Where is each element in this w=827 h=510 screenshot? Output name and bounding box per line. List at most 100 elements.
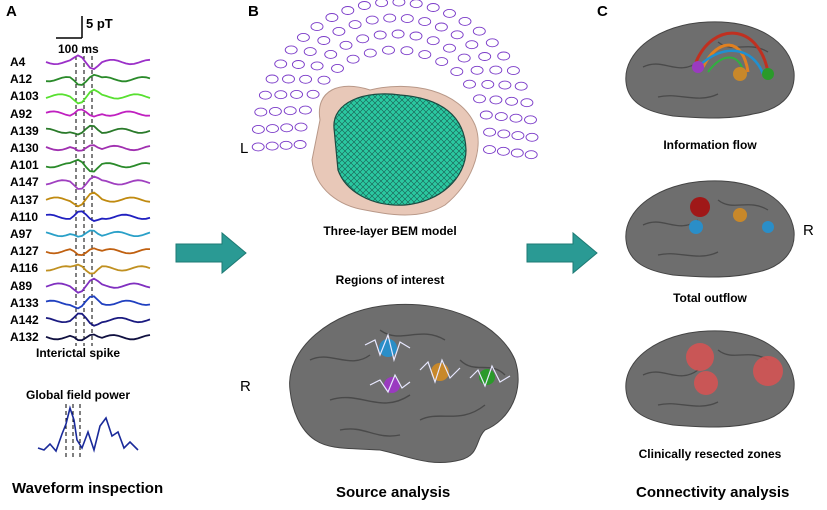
meg-sensor-coil: [470, 65, 484, 75]
panel-b-letter: B: [248, 3, 259, 20]
meg-sensor-coil: [331, 63, 344, 73]
meg-sensor-coil: [317, 36, 331, 45]
meg-sensor-coil: [479, 110, 493, 120]
right-hemisphere-label: R: [240, 378, 251, 395]
meg-sensor-coil: [497, 129, 511, 139]
channel-label: A116: [10, 261, 39, 276]
brain-total-outflow: [625, 180, 795, 278]
meg-sensor-coil: [473, 94, 486, 104]
meg-sensor-coil: [497, 51, 511, 61]
meg-sensor-coil: [524, 115, 537, 125]
channel-waveform: [45, 295, 151, 310]
meg-sensor-coil: [293, 140, 307, 149]
channel-label: A97: [10, 227, 33, 241]
arrow-a-to-b: [175, 231, 247, 275]
meg-sensor-coil: [290, 89, 304, 99]
meg-sensor-coil: [317, 75, 331, 85]
meg-sensor-coil: [505, 96, 519, 106]
channel-label: A132: [10, 330, 39, 345]
meg-sensor-coil: [418, 17, 432, 27]
channel-waveform: [45, 175, 151, 190]
meg-sensor-coil: [348, 20, 362, 30]
meg-sensor-coil: [510, 148, 524, 158]
meg-sensor-coil: [434, 22, 448, 32]
meg-sensor-coil: [514, 81, 528, 91]
meg-sensor-coil: [280, 123, 294, 133]
channel-waveform: [45, 158, 151, 173]
channel-waveform: [45, 54, 151, 71]
meg-sensor-coil: [357, 1, 371, 10]
channel-waveform: [45, 73, 151, 86]
meg-sensor-coil: [303, 47, 317, 57]
channel-waveform: [45, 191, 151, 208]
meg-sensor-coil: [496, 146, 510, 156]
total-outflow-label: Total outflow: [673, 291, 747, 305]
meg-sensor-coil: [525, 132, 539, 142]
meg-sensor-coil: [443, 43, 456, 53]
right-hemisphere-label-c: R: [803, 222, 814, 239]
channel-waveform: [45, 108, 151, 118]
meg-sensor-coil: [332, 26, 346, 36]
meg-sensor-coil: [283, 106, 297, 116]
meg-sensor-coil: [450, 30, 464, 40]
meg-sensor-coil: [294, 122, 308, 132]
brain-information-flow: [625, 21, 795, 119]
channel-waveform: [45, 88, 151, 105]
meg-sensor-coil: [520, 98, 534, 108]
brain-roi-view: [289, 303, 519, 464]
channel-label: A147: [10, 175, 39, 190]
gfp-trace: [37, 404, 139, 459]
left-hemisphere-label: L: [240, 140, 249, 157]
roi-purple-marker: [384, 377, 400, 393]
meg-sensor-coil: [279, 140, 293, 150]
meg-sensor-coil: [489, 65, 503, 75]
gfp-label: Global field power: [26, 388, 131, 402]
roi-label: Regions of interest: [335, 273, 445, 287]
meg-sensor-coil: [306, 89, 320, 99]
roi-orange-marker: [431, 363, 449, 381]
meg-sensor-coil: [265, 141, 279, 151]
bem-head-model: [251, 0, 539, 216]
meg-sensor-coil: [274, 90, 288, 100]
meg-sensor-coil: [268, 106, 282, 116]
channel-label: A12: [10, 72, 33, 87]
brain-resected-zones: [625, 330, 795, 428]
information-flow-label: Information flow: [663, 138, 757, 152]
scale-bar: [56, 16, 83, 39]
meg-sensor-coil: [426, 36, 440, 46]
meg-sensor-coil: [251, 124, 265, 134]
scale-time-label: 100 ms: [58, 42, 99, 56]
meg-sensor-coil: [373, 30, 387, 40]
panel-a-caption: Waveform inspection: [12, 480, 164, 497]
interictal-spike-label: Interictal spike: [36, 346, 121, 360]
meg-sensor-coil: [435, 57, 449, 67]
roi-blue-marker: [379, 339, 397, 357]
panel-c-caption: Connectivity analysis: [636, 484, 790, 501]
meg-sensor-coil: [391, 29, 405, 39]
meg-sensor-coil: [392, 0, 406, 7]
meg-sensor-coil: [409, 0, 423, 9]
meg-sensor-coil: [254, 107, 268, 117]
meg-sensor-coil: [296, 32, 310, 42]
channel-label: A127: [10, 244, 39, 259]
meg-sensor-coil: [450, 67, 464, 77]
meg-sensor-coil: [298, 105, 312, 115]
panel-b-caption: Source analysis: [336, 484, 451, 501]
meg-sensor-coil: [481, 79, 495, 89]
channel-waveform: [45, 277, 151, 294]
channel-waveform: [45, 247, 150, 257]
meg-sensor-coil: [383, 13, 397, 23]
channel-waveform: [45, 229, 151, 238]
meg-sensor-coil: [409, 31, 423, 41]
meg-sensor-coil: [457, 53, 471, 63]
channel-waveform: [45, 124, 151, 136]
channel-label: A110: [10, 209, 39, 224]
bem-model-label: Three-layer BEM model: [323, 224, 457, 238]
meg-sensor-coil: [489, 95, 503, 105]
channel-label: A101: [10, 158, 39, 173]
meg-sensor-coil: [478, 52, 492, 61]
channel-label: A142: [10, 313, 39, 327]
channel-label: A103: [10, 89, 39, 104]
meg-sensor-coil: [341, 6, 355, 15]
meg-sensor-coil: [356, 34, 370, 44]
